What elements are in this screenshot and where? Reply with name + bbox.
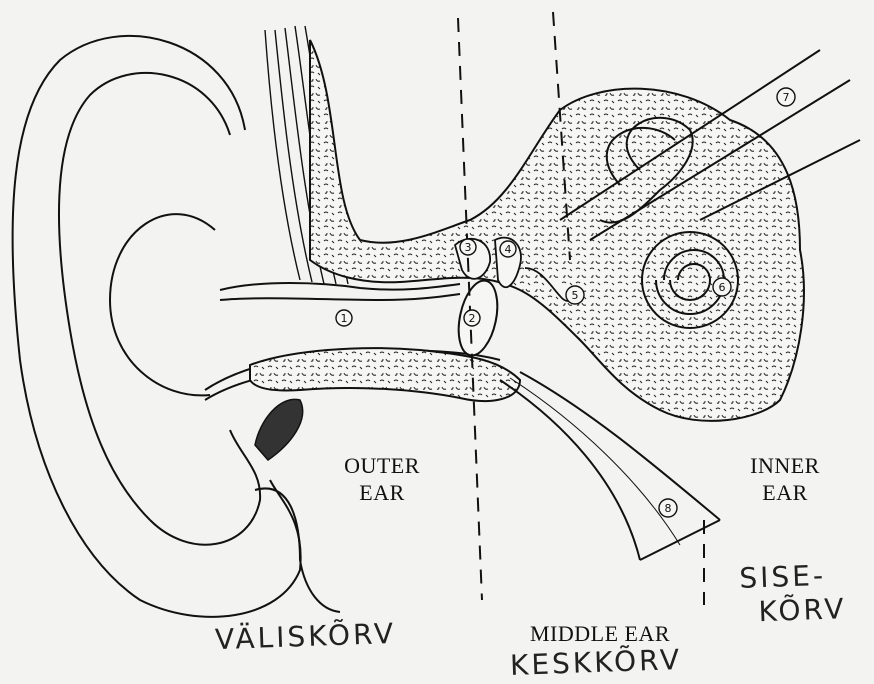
valiskorv-handwritten-label: VÄLISKÕRV xyxy=(214,617,396,656)
svg-text:4: 4 xyxy=(505,243,512,256)
marker-5: 5 xyxy=(566,286,584,304)
svg-text:2: 2 xyxy=(469,312,476,325)
marker-7: 7 xyxy=(777,88,795,106)
svg-text:6: 6 xyxy=(719,281,726,294)
svg-text:7: 7 xyxy=(783,91,790,104)
svg-text:8: 8 xyxy=(665,502,672,515)
marker-8: 8 xyxy=(659,499,677,517)
sise-line1: SISE- xyxy=(739,558,846,596)
sise-line2: KÕRV xyxy=(758,592,847,629)
outer-ear-label: OUTER EAR xyxy=(322,452,442,506)
inner-ear-line1: INNER xyxy=(730,452,840,479)
marker-4: 4 xyxy=(500,241,516,257)
svg-text:1: 1 xyxy=(341,312,348,325)
outer-ear-line2: EAR xyxy=(322,479,442,506)
inner-ear-label: INNER EAR xyxy=(730,452,840,506)
marker-6: 6 xyxy=(713,278,731,296)
auricle xyxy=(13,36,340,617)
cartilage-bundle xyxy=(255,399,303,460)
marker-1: 1 xyxy=(336,310,352,326)
marker-2: 2 xyxy=(464,310,480,326)
svg-text:3: 3 xyxy=(465,241,472,254)
svg-text:5: 5 xyxy=(572,289,579,302)
inner-ear-line2: EAR xyxy=(730,479,840,506)
sise-korv-handwritten-label: SISE- KÕRV xyxy=(739,558,847,630)
marker-3: 3 xyxy=(460,239,476,255)
keskkorv-handwritten-label: KESKKÕRV xyxy=(509,643,682,682)
outer-ear-line1: OUTER xyxy=(322,452,442,479)
